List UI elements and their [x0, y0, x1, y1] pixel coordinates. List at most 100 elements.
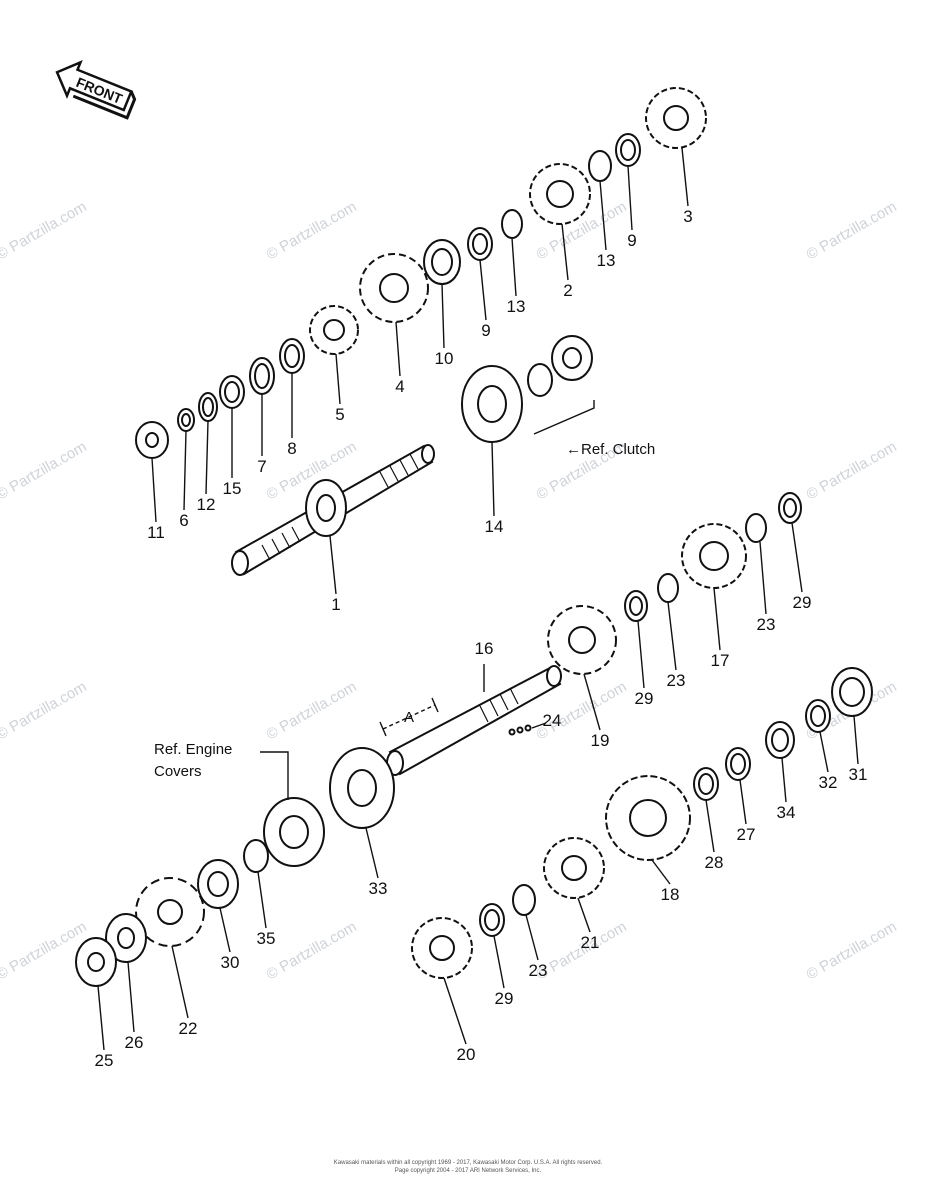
leader-line	[479, 259, 487, 321]
callout-number: 28	[705, 853, 724, 872]
watermark-text: © Partzilla.com	[804, 438, 900, 503]
callout-number: 9	[627, 231, 636, 250]
leader-line	[667, 601, 677, 671]
callout-number: 10	[435, 349, 454, 368]
callout-number: 29	[495, 989, 514, 1008]
leader-line	[183, 430, 187, 511]
leader-line	[511, 237, 517, 297]
part-2-gear	[529, 163, 591, 225]
dimension-a-label: A	[404, 709, 414, 726]
callout-number: 19	[591, 731, 610, 750]
part-17-gear	[681, 523, 747, 589]
part-3-gear	[645, 87, 707, 149]
leader-line	[599, 180, 607, 251]
ref-engine-covers-line2: Covers	[154, 763, 202, 780]
ref-engine-covers-line1: Ref. Engine	[154, 741, 232, 758]
part-6-washer	[177, 408, 195, 432]
leader-line	[441, 283, 445, 349]
leader-line	[791, 522, 803, 593]
part-21-gear	[543, 837, 605, 899]
part-22-sprocket	[135, 877, 205, 947]
callout-number: 6	[179, 511, 188, 530]
callout-number: 27	[737, 825, 756, 844]
output-shaft: A	[379, 665, 562, 776]
callout-number: 16	[475, 639, 494, 658]
callout-number: 23	[667, 671, 686, 690]
front-arrow-icon: FRONT	[55, 59, 137, 120]
leader-line	[627, 165, 633, 231]
leader-lines	[97, 147, 859, 1051]
drive-shaft	[231, 444, 435, 576]
leader-line	[365, 827, 379, 879]
watermark-text: © Partzilla.com	[0, 438, 90, 503]
watermark-text: © Partzilla.com	[264, 918, 360, 983]
ref-clutch-label: ←Ref. Clutch	[566, 441, 655, 458]
callout-number: 25	[95, 1051, 114, 1070]
part-28-washer	[693, 767, 719, 801]
part-23-circlip-c	[512, 884, 536, 916]
leader-line	[219, 907, 231, 953]
clutch-ring-parts	[527, 335, 595, 435]
leader-line	[681, 147, 689, 207]
leader-line	[335, 353, 341, 405]
engine-covers-leader	[260, 751, 289, 800]
watermark-text: © Partzilla.com	[804, 918, 900, 983]
part-24-pins	[508, 724, 532, 736]
part-32-ring	[805, 699, 831, 733]
watermark-text: © Partzilla.com	[264, 198, 360, 263]
leader-line	[127, 961, 135, 1033]
part-15-needle-bearing	[219, 375, 245, 409]
part-29-washer-b	[778, 492, 802, 524]
part-25-nut	[75, 937, 117, 987]
callout-number: 13	[507, 297, 526, 316]
callout-number: 18	[661, 885, 680, 904]
part-26-lockwasher	[105, 913, 147, 963]
callout-number: 8	[287, 439, 296, 458]
part-27-washer	[725, 747, 751, 781]
callout-number: 32	[819, 773, 838, 792]
callout-number: 4	[395, 377, 404, 396]
leader-line	[205, 420, 209, 495]
callout-number: 3	[683, 207, 692, 226]
leader-line	[561, 223, 569, 281]
callout-number: 17	[711, 651, 730, 670]
callout-number: 35	[257, 929, 276, 948]
leader-line	[853, 715, 859, 765]
part-33-ball-bearing	[329, 747, 395, 829]
part-oil-seal	[263, 797, 325, 867]
watermark-text: © Partzilla.com	[0, 918, 90, 983]
leader-line	[705, 799, 715, 853]
leader-line	[491, 441, 495, 517]
part-12-ring	[198, 392, 218, 422]
part-7-washer	[249, 357, 275, 395]
callout-number: 23	[757, 615, 776, 634]
leader-line	[781, 757, 787, 803]
callout-number: 30	[221, 953, 240, 972]
part-35-ring	[243, 839, 269, 873]
part-20-gear	[411, 917, 473, 979]
part-13-circlip-b	[588, 150, 612, 182]
leader-line	[493, 935, 505, 989]
callout-labels: 1234567899101112131314151617181920212223…	[95, 207, 868, 1070]
leader-line	[739, 779, 747, 825]
leader-line	[257, 871, 267, 929]
callout-number: 21	[581, 933, 600, 952]
copyright-line-2: Page copyright 2004 - 2017 ARI Network S…	[394, 1168, 542, 1174]
callout-number: 9	[481, 321, 490, 340]
leader-line	[637, 620, 645, 689]
callout-number: 29	[793, 593, 812, 612]
watermark-text: © Partzilla.com	[0, 198, 90, 263]
leader-line	[713, 587, 721, 651]
callout-number: 12	[197, 495, 216, 514]
copyright-line-1: Kawasaki materials within all copyright …	[333, 1160, 603, 1166]
part-23-circlip-b	[745, 513, 767, 543]
part-8-washer	[279, 338, 305, 374]
callout-number: 24	[543, 711, 562, 730]
callout-number: 34	[777, 803, 796, 822]
callout-number: 20	[457, 1045, 476, 1064]
part-9-washer-b	[615, 133, 641, 167]
callout-number: 33	[369, 879, 388, 898]
part-31-bushing	[831, 667, 873, 717]
callout-number: 15	[223, 479, 242, 498]
